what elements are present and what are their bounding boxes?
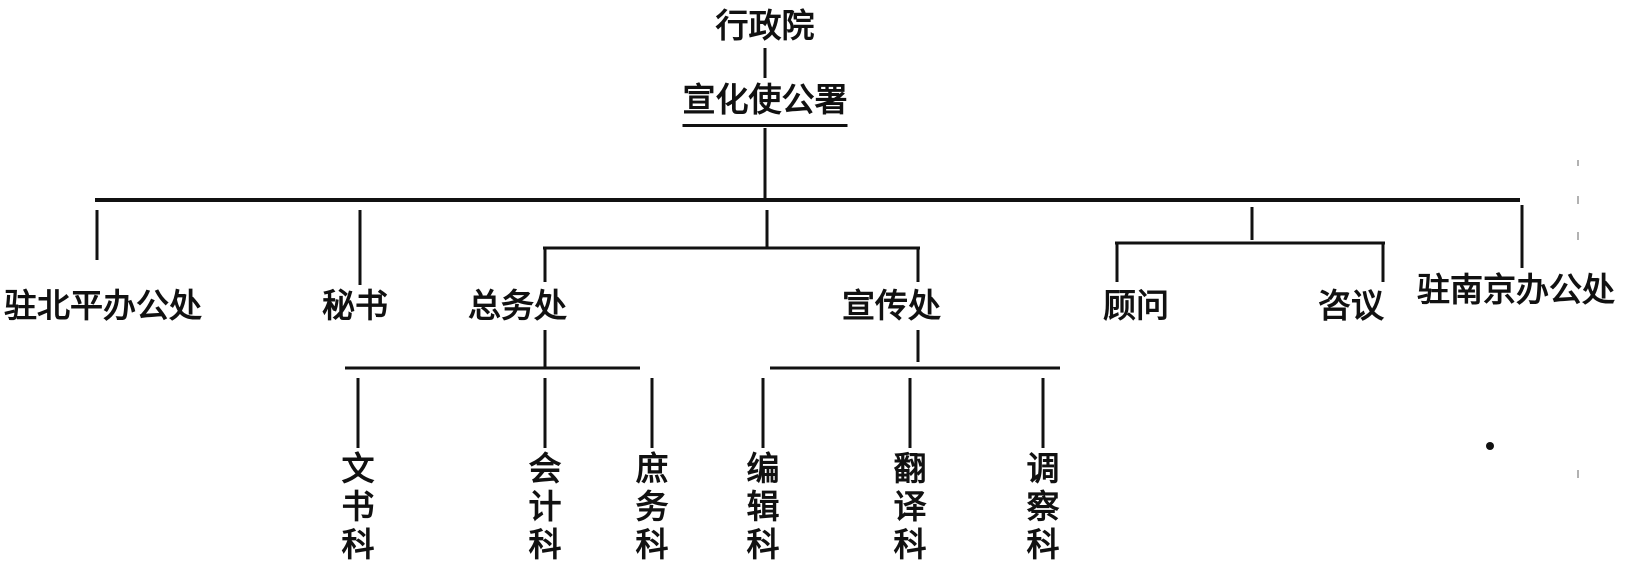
node-root: 行政院 xyxy=(715,6,815,45)
node-advisor: 顾问 xyxy=(1103,286,1169,325)
node-general-services-section: 庶务科 xyxy=(635,449,669,564)
node-counselor: 咨议 xyxy=(1318,286,1384,325)
node-accounting-section: 会计科 xyxy=(528,449,562,564)
node-general-affairs: 总务处 xyxy=(468,286,567,325)
node-office: 宣化使公署 xyxy=(682,80,848,127)
node-propaganda: 宣传处 xyxy=(842,286,941,325)
node-documents-section: 文书科 xyxy=(341,449,375,564)
node-editing-section: 编辑科 xyxy=(746,449,780,564)
node-translation-section: 翻译科 xyxy=(893,449,927,564)
node-secretary: 秘书 xyxy=(322,286,388,325)
node-investigation-section: 调察科 xyxy=(1026,449,1060,564)
node-beiping-office: 驻北平办公处 xyxy=(4,286,202,325)
node-nanjing-office: 驻南京办公处 xyxy=(1417,270,1615,309)
scan-speck xyxy=(1486,442,1494,450)
